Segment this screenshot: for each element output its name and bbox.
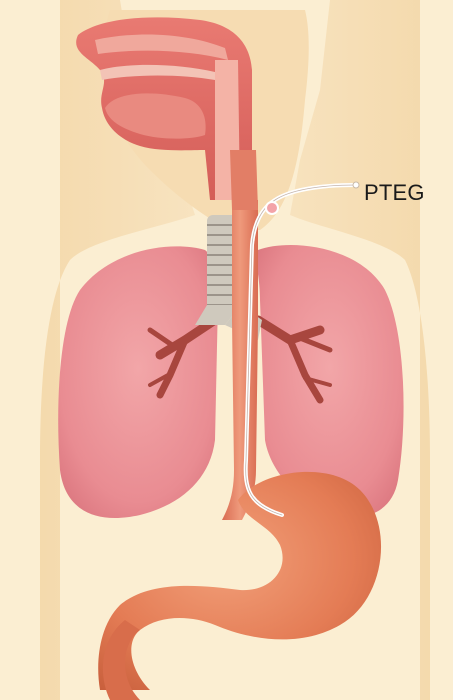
pteg-insertion-site	[266, 202, 278, 214]
pteg-label: PTEG	[364, 180, 425, 206]
upper-esophagus	[230, 150, 258, 210]
left-lung	[58, 246, 218, 518]
pteg-label-anchor	[353, 182, 359, 188]
